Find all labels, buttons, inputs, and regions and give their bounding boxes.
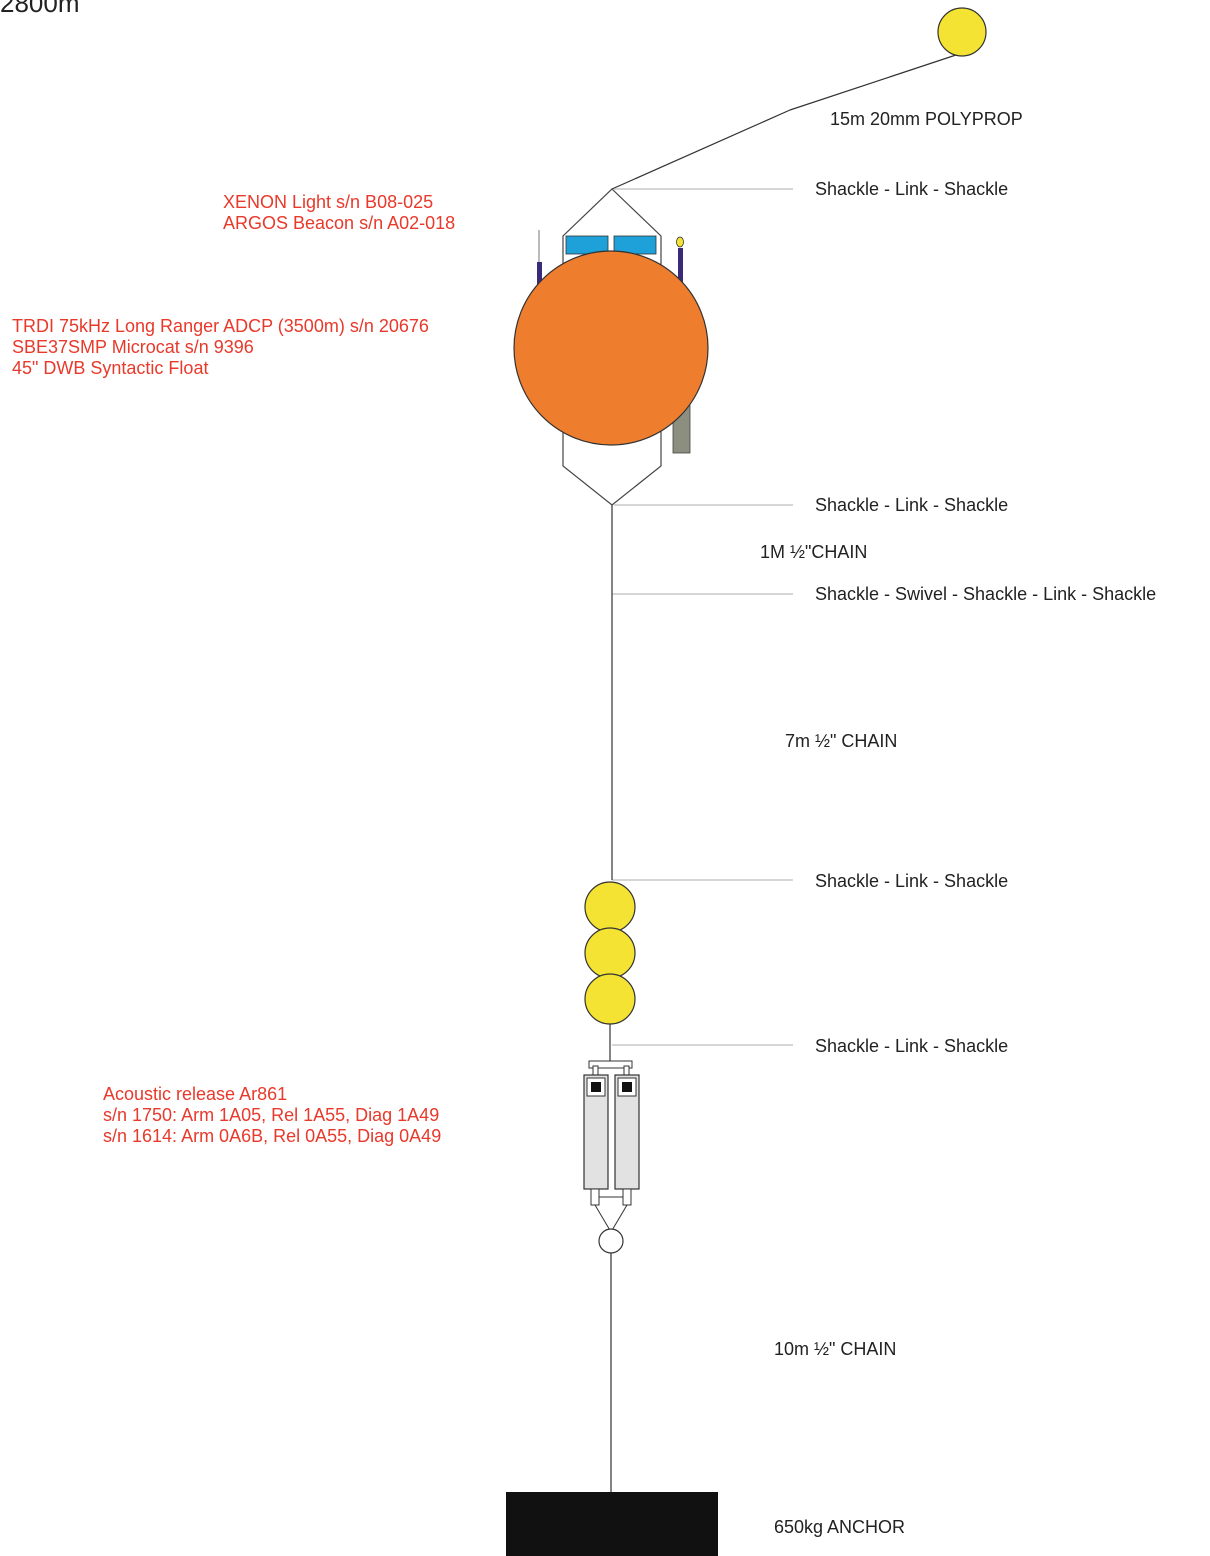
xenon-light-icon: [676, 236, 684, 248]
release-annotation: Acoustic release Ar861 s/n 1750: Arm 1A0…: [103, 1084, 441, 1147]
connection-swivel-label: Shackle - Swivel - Shackle - Link - Shac…: [815, 584, 1157, 604]
float-annotation: TRDI 75kHz Long Ranger ADCP (3500m) s/n …: [12, 316, 429, 379]
anchor-block: [506, 1492, 718, 1556]
buoy-1: [584, 881, 636, 933]
release-top-bracket: [588, 1060, 633, 1069]
release-foot-right: [622, 1188, 632, 1206]
connection-above-buoys-label: Shackle - Link - Shackle: [815, 871, 1009, 891]
chain-2-label: 7m ½" CHAIN: [785, 731, 898, 751]
antenna-right-body: [678, 248, 683, 286]
release-annotation-line: s/n 1614: Arm 0A6B, Rel 0A55, Diag 0A49: [103, 1126, 442, 1146]
beacon-annotation-line: ARGOS Beacon s/n A02-018: [223, 213, 456, 233]
release-bridle-right: [610, 1204, 628, 1233]
chain-1-label: 1M ½"CHAIN: [760, 542, 868, 562]
antenna-left-body: [537, 262, 542, 292]
float-annotation-line: 45" DWB Syntactic Float: [12, 358, 209, 378]
surface-buoy: [937, 7, 987, 57]
release-bridle-left: [594, 1204, 612, 1233]
release-head-right-core: [622, 1082, 632, 1092]
chain-3-label: 10m ½" CHAIN: [774, 1339, 897, 1359]
release-foot-left: [590, 1188, 600, 1206]
buoy-2: [584, 927, 636, 979]
polyprop-label: 15m 20mm POLYPROP: [830, 109, 1023, 129]
float-annotation-line: SBE37SMP Microcat s/n 9396: [12, 337, 254, 357]
buoy-3: [584, 973, 636, 1025]
anchor-label: 650kg ANCHOR: [774, 1517, 906, 1537]
release-top-shackle-left: [592, 1065, 599, 1076]
release-head-left-core: [591, 1082, 601, 1092]
release-ring: [598, 1228, 624, 1254]
polyprop-line-upper: [789, 52, 963, 111]
connection-below-float-label: Shackle - Link - Shackle: [815, 495, 1009, 515]
depth-label: 2800m: [0, 0, 80, 18]
syntactic-float: [513, 250, 709, 446]
release-annotation-line: Acoustic release Ar861: [103, 1084, 288, 1104]
release-annotation-line: s/n 1750: Arm 1A05, Rel 1A55, Diag 1A49: [103, 1105, 440, 1125]
polyprop-line: [611, 109, 791, 190]
float-annotation-line: TRDI 75kHz Long Ranger ADCP (3500m) s/n …: [12, 316, 429, 336]
release-top-shackle-right: [623, 1065, 630, 1076]
beacon-annotation-line: XENON Light s/n B08-025: [223, 192, 434, 212]
connection-top-label: Shackle - Link - Shackle: [815, 179, 1009, 199]
beacon-annotation: XENON Light s/n B08-025 ARGOS Beacon s/n…: [223, 192, 455, 234]
connection-below-buoys-label: Shackle - Link - Shackle: [815, 1036, 1009, 1056]
